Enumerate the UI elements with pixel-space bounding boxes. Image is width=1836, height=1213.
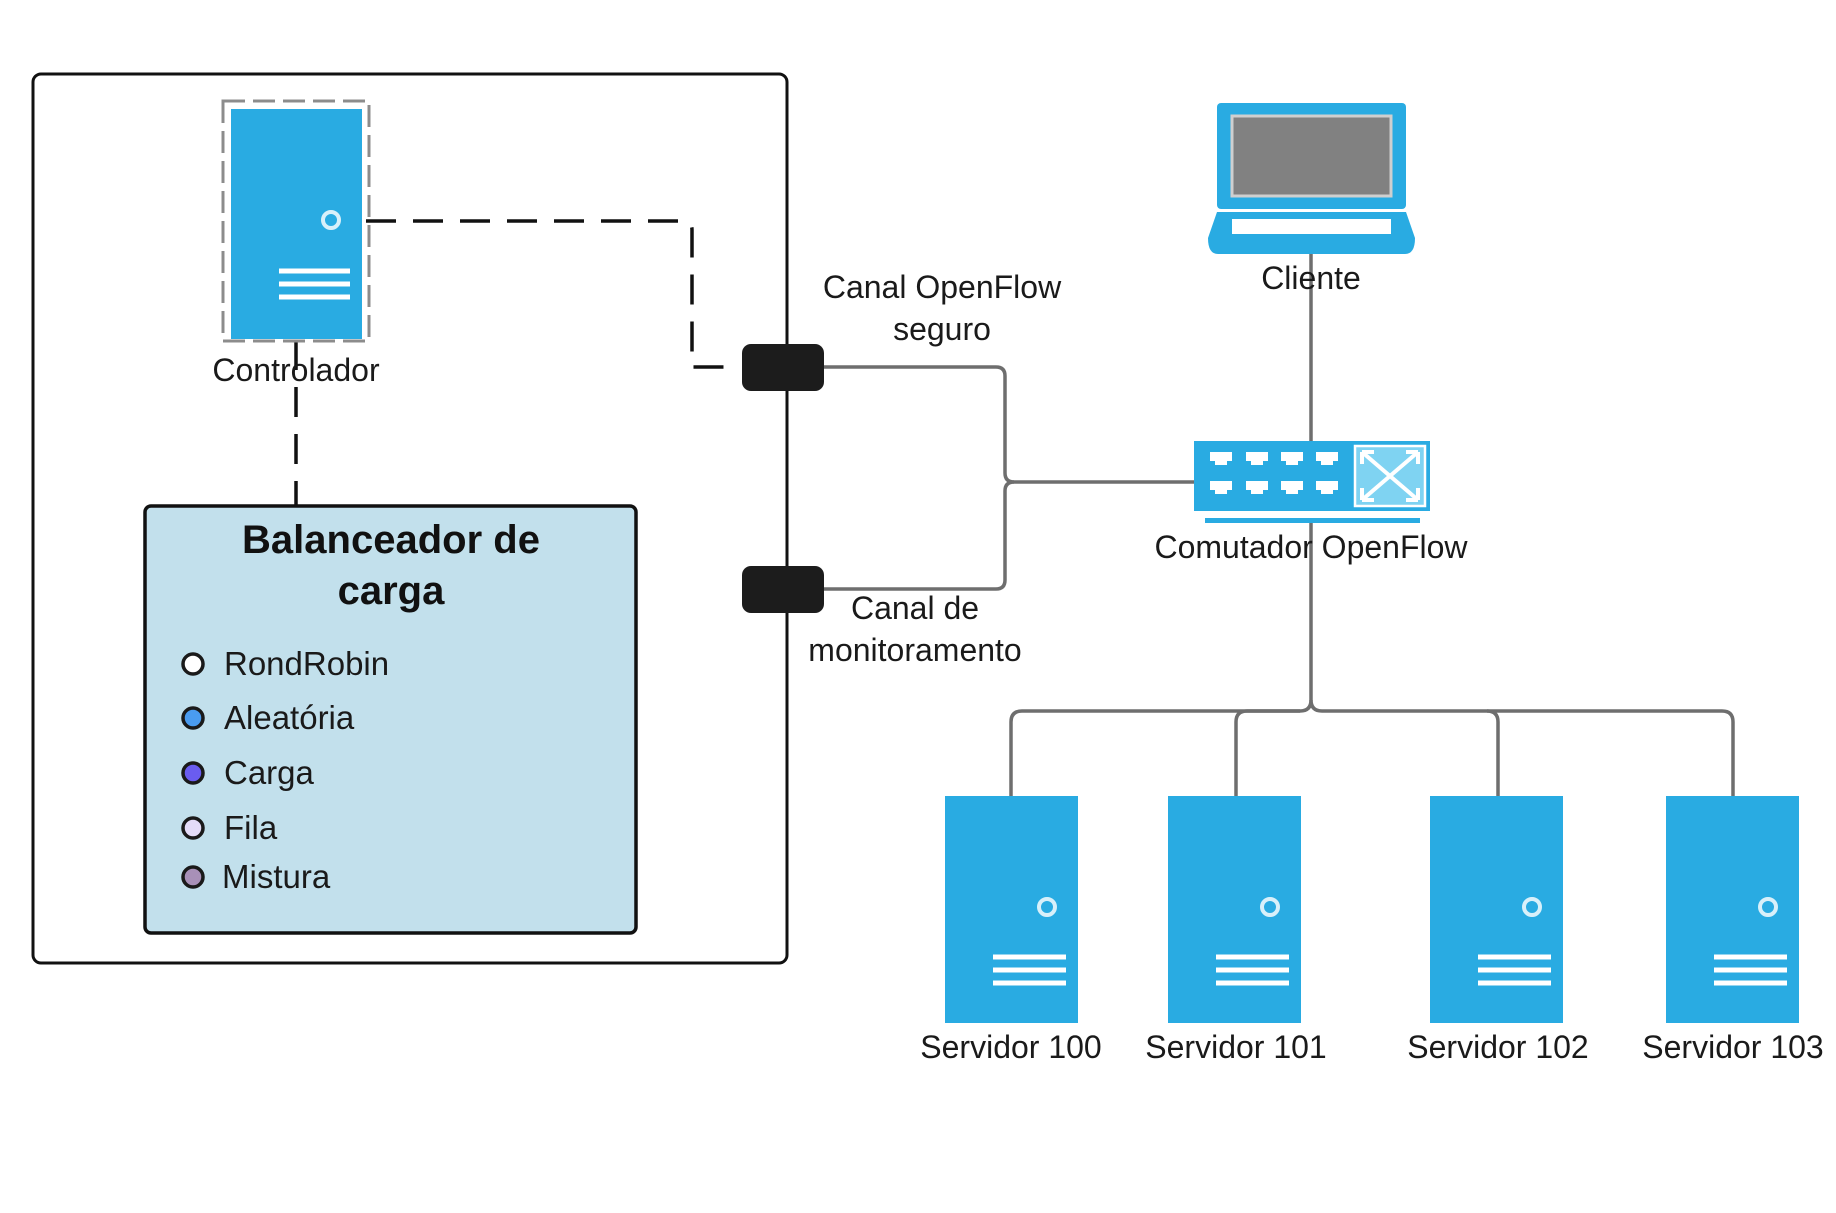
server-100-label: Servidor 100 — [920, 1029, 1101, 1065]
load-balancer-box — [143, 504, 638, 935]
server-body — [1168, 796, 1301, 1023]
balancer-option-roundrobin[interactable]: RondRobin — [181, 645, 389, 682]
option-label: Fila — [224, 809, 278, 846]
radio-icon — [181, 816, 205, 840]
balancer-option-random[interactable]: Aleatória — [181, 699, 355, 736]
vent-icon — [1714, 954, 1787, 986]
client-label: Cliente — [1261, 260, 1361, 296]
controller-selection-frame — [221, 99, 371, 343]
load-balancer-title-line1: Balanceador de — [242, 518, 540, 562]
switch-label: Comutador OpenFlow — [1154, 529, 1468, 565]
option-label: RondRobin — [224, 645, 389, 682]
controller-label: Controlador — [212, 352, 380, 388]
secure-channel-label-line2: seguro — [893, 311, 991, 347]
power-icon — [1522, 897, 1542, 917]
vent-icon — [1478, 954, 1551, 986]
controller-secure-link — [366, 219, 740, 369]
secure-channel-port[interactable] — [742, 344, 824, 391]
monitor-channel-label-line1: Canal de — [851, 590, 979, 626]
server-tree-links — [1009, 520, 1735, 796]
server-103-label: Servidor 103 — [1642, 1029, 1823, 1065]
server-body — [1430, 796, 1563, 1023]
server-101[interactable] — [1168, 796, 1301, 1023]
switch-port-icons — [1210, 452, 1338, 494]
switch-base-line — [1205, 518, 1420, 523]
controller-vent-icon — [279, 268, 350, 300]
secure-channel-label-line1: Canal OpenFlow — [823, 269, 1062, 305]
server-100[interactable] — [945, 796, 1078, 1023]
monitor-channel-port[interactable] — [742, 566, 824, 613]
laptop-keyboard — [1232, 219, 1391, 234]
monitor-channel-link — [822, 480, 1015, 591]
balancer-option-load[interactable]: Carga — [181, 754, 315, 791]
server-101-label: Servidor 101 — [1145, 1029, 1326, 1065]
monitor-channel-label-line2: monitoramento — [808, 632, 1021, 668]
option-label: Mistura — [222, 858, 331, 895]
server-102[interactable] — [1430, 796, 1563, 1023]
client-laptop[interactable] — [1208, 103, 1415, 254]
power-icon — [1260, 897, 1280, 917]
controller-server-body — [231, 109, 362, 339]
controller-server[interactable] — [221, 99, 371, 343]
vent-icon — [1216, 954, 1289, 986]
radio-icon — [181, 652, 205, 676]
option-label: Aleatória — [224, 699, 355, 736]
server-body — [945, 796, 1078, 1023]
balancer-option-queue[interactable]: Fila — [181, 809, 278, 846]
balancer-option-mix[interactable]: Mistura — [181, 858, 331, 895]
radio-icon — [181, 706, 205, 730]
server-body — [1666, 796, 1799, 1023]
server-102-label: Servidor 102 — [1407, 1029, 1588, 1065]
radio-icon — [181, 865, 205, 889]
radio-icon — [181, 761, 205, 785]
server-103[interactable] — [1666, 796, 1799, 1023]
load-balancer-title-line2: carga — [338, 569, 445, 613]
secure-channel-link — [822, 365, 1194, 484]
vent-icon — [993, 954, 1066, 986]
laptop-screen — [1230, 114, 1393, 198]
load-balancer-panel: Balanceador de carga RondRobin Aleatória… — [143, 504, 638, 935]
power-icon — [1758, 897, 1778, 917]
option-label: Carga — [224, 754, 315, 791]
power-icon — [1037, 897, 1057, 917]
openflow-switch[interactable] — [1194, 441, 1430, 523]
crossover-icon — [1353, 444, 1427, 508]
controller-power-icon — [321, 210, 341, 230]
